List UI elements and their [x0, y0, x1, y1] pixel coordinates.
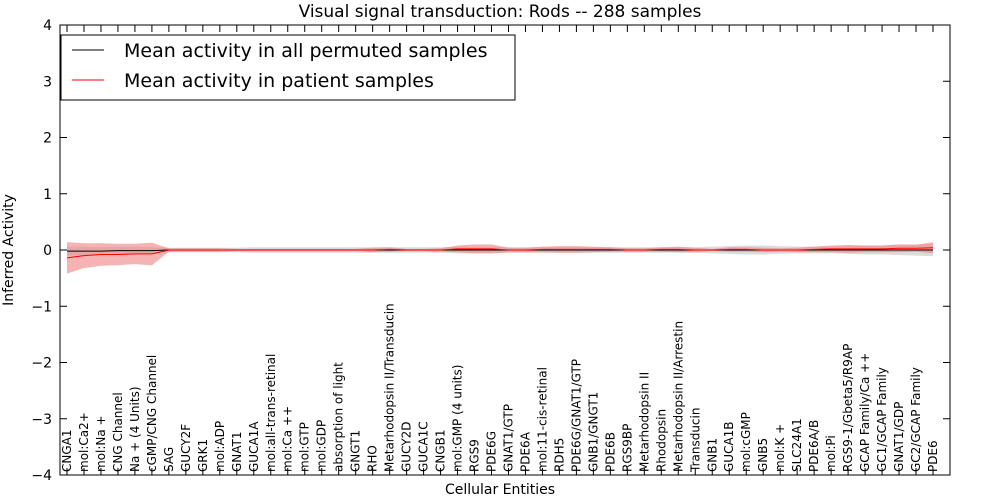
x-category-label: GC1/GCAP Family	[875, 367, 889, 472]
x-category-label: GUCY2F	[179, 424, 193, 472]
y-tick-label: 2	[43, 131, 52, 147]
x-category-label: GNAT1	[230, 431, 244, 472]
x-category-label: PDE6A/B	[807, 420, 821, 472]
y-tick-label: −1	[31, 299, 52, 315]
x-category-label: GNB5	[756, 438, 770, 472]
x-category-label: GUCA1A	[247, 421, 261, 472]
x-category-label: PDE6	[926, 440, 940, 472]
x-category-label: RHO	[366, 445, 380, 472]
series-line-1	[66, 247, 934, 259]
x-category-label: Metarhodopsin II/Transducin	[383, 303, 397, 472]
legend-label-permuted: Mean activity in all permuted samples	[124, 40, 487, 62]
x-axis-label: Cellular Entities	[445, 482, 555, 498]
x-category-label: mol:Ca ++	[281, 406, 295, 472]
y-tick-label: 0	[43, 243, 52, 259]
x-category-label: mol:Ca2+	[77, 412, 91, 472]
x-category-label: RDH5	[552, 438, 566, 472]
x-category-label: GNB1/GNGT1	[586, 392, 600, 472]
x-category-label: mol:11-cis-retinal	[535, 367, 549, 472]
x-category-label: mol:K +	[773, 424, 787, 472]
x-category-label: mol:cGMP	[739, 412, 753, 472]
y-axis-ticks: −4 −3 −2 −1 0 1 2 3 4	[31, 18, 950, 484]
x-category-label: GNAT1/GTP	[501, 404, 515, 472]
x-category-label: cGMP/CNG Channel	[145, 355, 159, 472]
legend: Mean activity in all permuted samples Me…	[60, 34, 516, 101]
x-category-label: mol:ADP	[213, 421, 227, 472]
x-category-label: GCAP Family/Ca ++	[858, 353, 872, 472]
x-category-label: GNAT1/GDP	[892, 402, 906, 472]
series-lines	[66, 247, 934, 259]
x-category-label: GC2/GCAP Family	[909, 367, 923, 472]
x-category-label: CNG Channel	[111, 392, 125, 472]
x-category-label: PDE6G	[485, 431, 499, 472]
x-category-label: GNGT1	[349, 430, 363, 472]
x-category-label: GRK1	[196, 439, 210, 472]
x-category-label: mol:GMP (4 units)	[451, 365, 465, 472]
x-category-label: RGS9-1/Gbeta5/R9AP	[841, 344, 855, 472]
x-category-label: mol:all-trans-retinal	[264, 354, 278, 472]
x-category-label: Metarhodopsin II	[637, 372, 651, 472]
x-category-label: PDE6B	[603, 432, 617, 472]
x-category-label: mol:GDP	[315, 420, 329, 472]
x-category-label: Na + (4 Units)	[128, 386, 142, 472]
x-category-label: CNGB1	[434, 429, 448, 472]
y-tick-label: −2	[31, 356, 52, 372]
x-category-label: mol:Pi	[824, 435, 838, 472]
x-category-label: SAG	[162, 447, 176, 472]
x-category-label: PDE6A	[518, 431, 532, 472]
x-category-label: absorption of light	[332, 362, 346, 472]
x-category-label: mol:GTP	[298, 422, 312, 472]
y-tick-label: 3	[43, 74, 52, 90]
x-category-label: Metarhodopsin II/Arrestin	[671, 321, 685, 472]
y-axis-label: Inferred Activity	[1, 194, 17, 306]
x-axis-ticks	[66, 25, 934, 475]
x-category-label: GUCA1B	[722, 421, 736, 472]
x-category-label: RGS9BP	[620, 424, 634, 472]
x-category-label: Rhodopsin	[654, 409, 668, 472]
x-category-label: mol:Na +	[94, 415, 108, 472]
y-tick-label: −3	[31, 412, 52, 428]
y-tick-label: 4	[43, 18, 52, 34]
chart-title: Visual signal transduction: Rods -- 288 …	[299, 2, 702, 22]
x-category-label: CNGA1	[60, 430, 74, 473]
x-category-label: Transducin	[688, 408, 702, 473]
x-category-label: GUCY2D	[400, 422, 414, 472]
x-category-label: PDE6G/GNAT1/GTP	[569, 359, 583, 472]
x-category-label: GNB1	[705, 438, 719, 472]
x-category-label: GUCA1C	[417, 421, 431, 472]
legend-label-patient: Mean activity in patient samples	[124, 70, 434, 92]
legend-box	[60, 34, 516, 101]
x-category-label: SLC24A1	[790, 418, 804, 472]
x-category-label: RGS9	[468, 439, 482, 472]
y-tick-label: −4	[31, 468, 52, 484]
y-tick-label: 1	[43, 187, 52, 203]
